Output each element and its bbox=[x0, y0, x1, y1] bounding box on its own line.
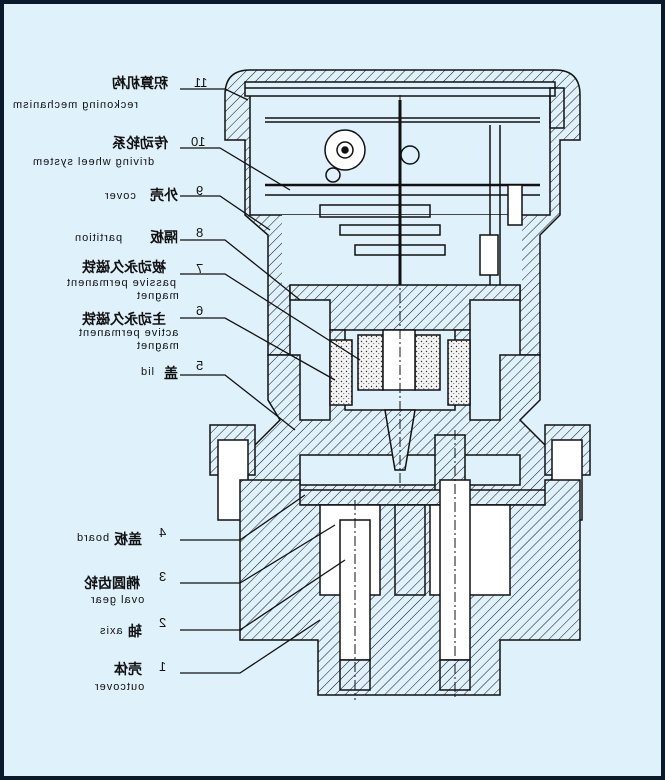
label-en: driving wheel system bbox=[32, 156, 155, 168]
active-magnet bbox=[329, 339, 353, 406]
label-en: board bbox=[76, 532, 110, 544]
passive-magnet bbox=[357, 334, 384, 391]
label-en: axis bbox=[99, 625, 123, 637]
label-en: passive permanent bbox=[66, 277, 176, 289]
flowmeter-cross-section bbox=[180, 69, 591, 700]
label-cn: 传动轮系 bbox=[112, 135, 168, 151]
label-en: partition bbox=[74, 232, 123, 244]
label-number: 11 bbox=[194, 75, 208, 90]
label-number: 6 bbox=[196, 303, 204, 318]
label-number: 8 bbox=[196, 225, 204, 240]
label-en: magnet bbox=[136, 290, 179, 302]
partition bbox=[289, 284, 521, 331]
label-number: 9 bbox=[196, 183, 204, 198]
label-en: cover bbox=[104, 190, 136, 202]
label-en: outcover bbox=[94, 681, 145, 693]
diagram-canvas: 11 积算机构 reckoning mechanism 10 传动轮系 driv… bbox=[4, 4, 661, 776]
label-cn: 轴 bbox=[128, 623, 142, 639]
label-en: active permanent bbox=[78, 327, 179, 339]
label-number: 3 bbox=[159, 569, 167, 584]
label-cn: 积算机构 bbox=[112, 75, 168, 91]
label-cn: 盖板 bbox=[114, 531, 142, 547]
leader-lines bbox=[180, 88, 361, 674]
label-en: magnet bbox=[136, 340, 179, 352]
label-number: 4 bbox=[159, 525, 167, 540]
label-number: 2 bbox=[159, 615, 167, 630]
label-cn: 壳体 bbox=[114, 661, 142, 677]
label-cn: 外壳 bbox=[150, 187, 178, 203]
label-number: 10 bbox=[191, 134, 206, 149]
label-cn: 被动永久磁铁 bbox=[82, 259, 166, 275]
label-cn: 椭圆齿轮 bbox=[84, 575, 140, 591]
label-en: reckoning mechanism bbox=[12, 99, 138, 111]
label-cn: 盖 bbox=[164, 365, 178, 381]
label-en: lid bbox=[140, 366, 155, 378]
label-en: oval gear bbox=[90, 594, 145, 606]
label-cn: 主动永久磁铁 bbox=[82, 311, 166, 327]
label-number: 7 bbox=[196, 261, 204, 276]
label-number: 1 bbox=[159, 659, 167, 674]
label-number: 5 bbox=[196, 358, 204, 373]
label-cn: 隔板 bbox=[150, 229, 178, 245]
